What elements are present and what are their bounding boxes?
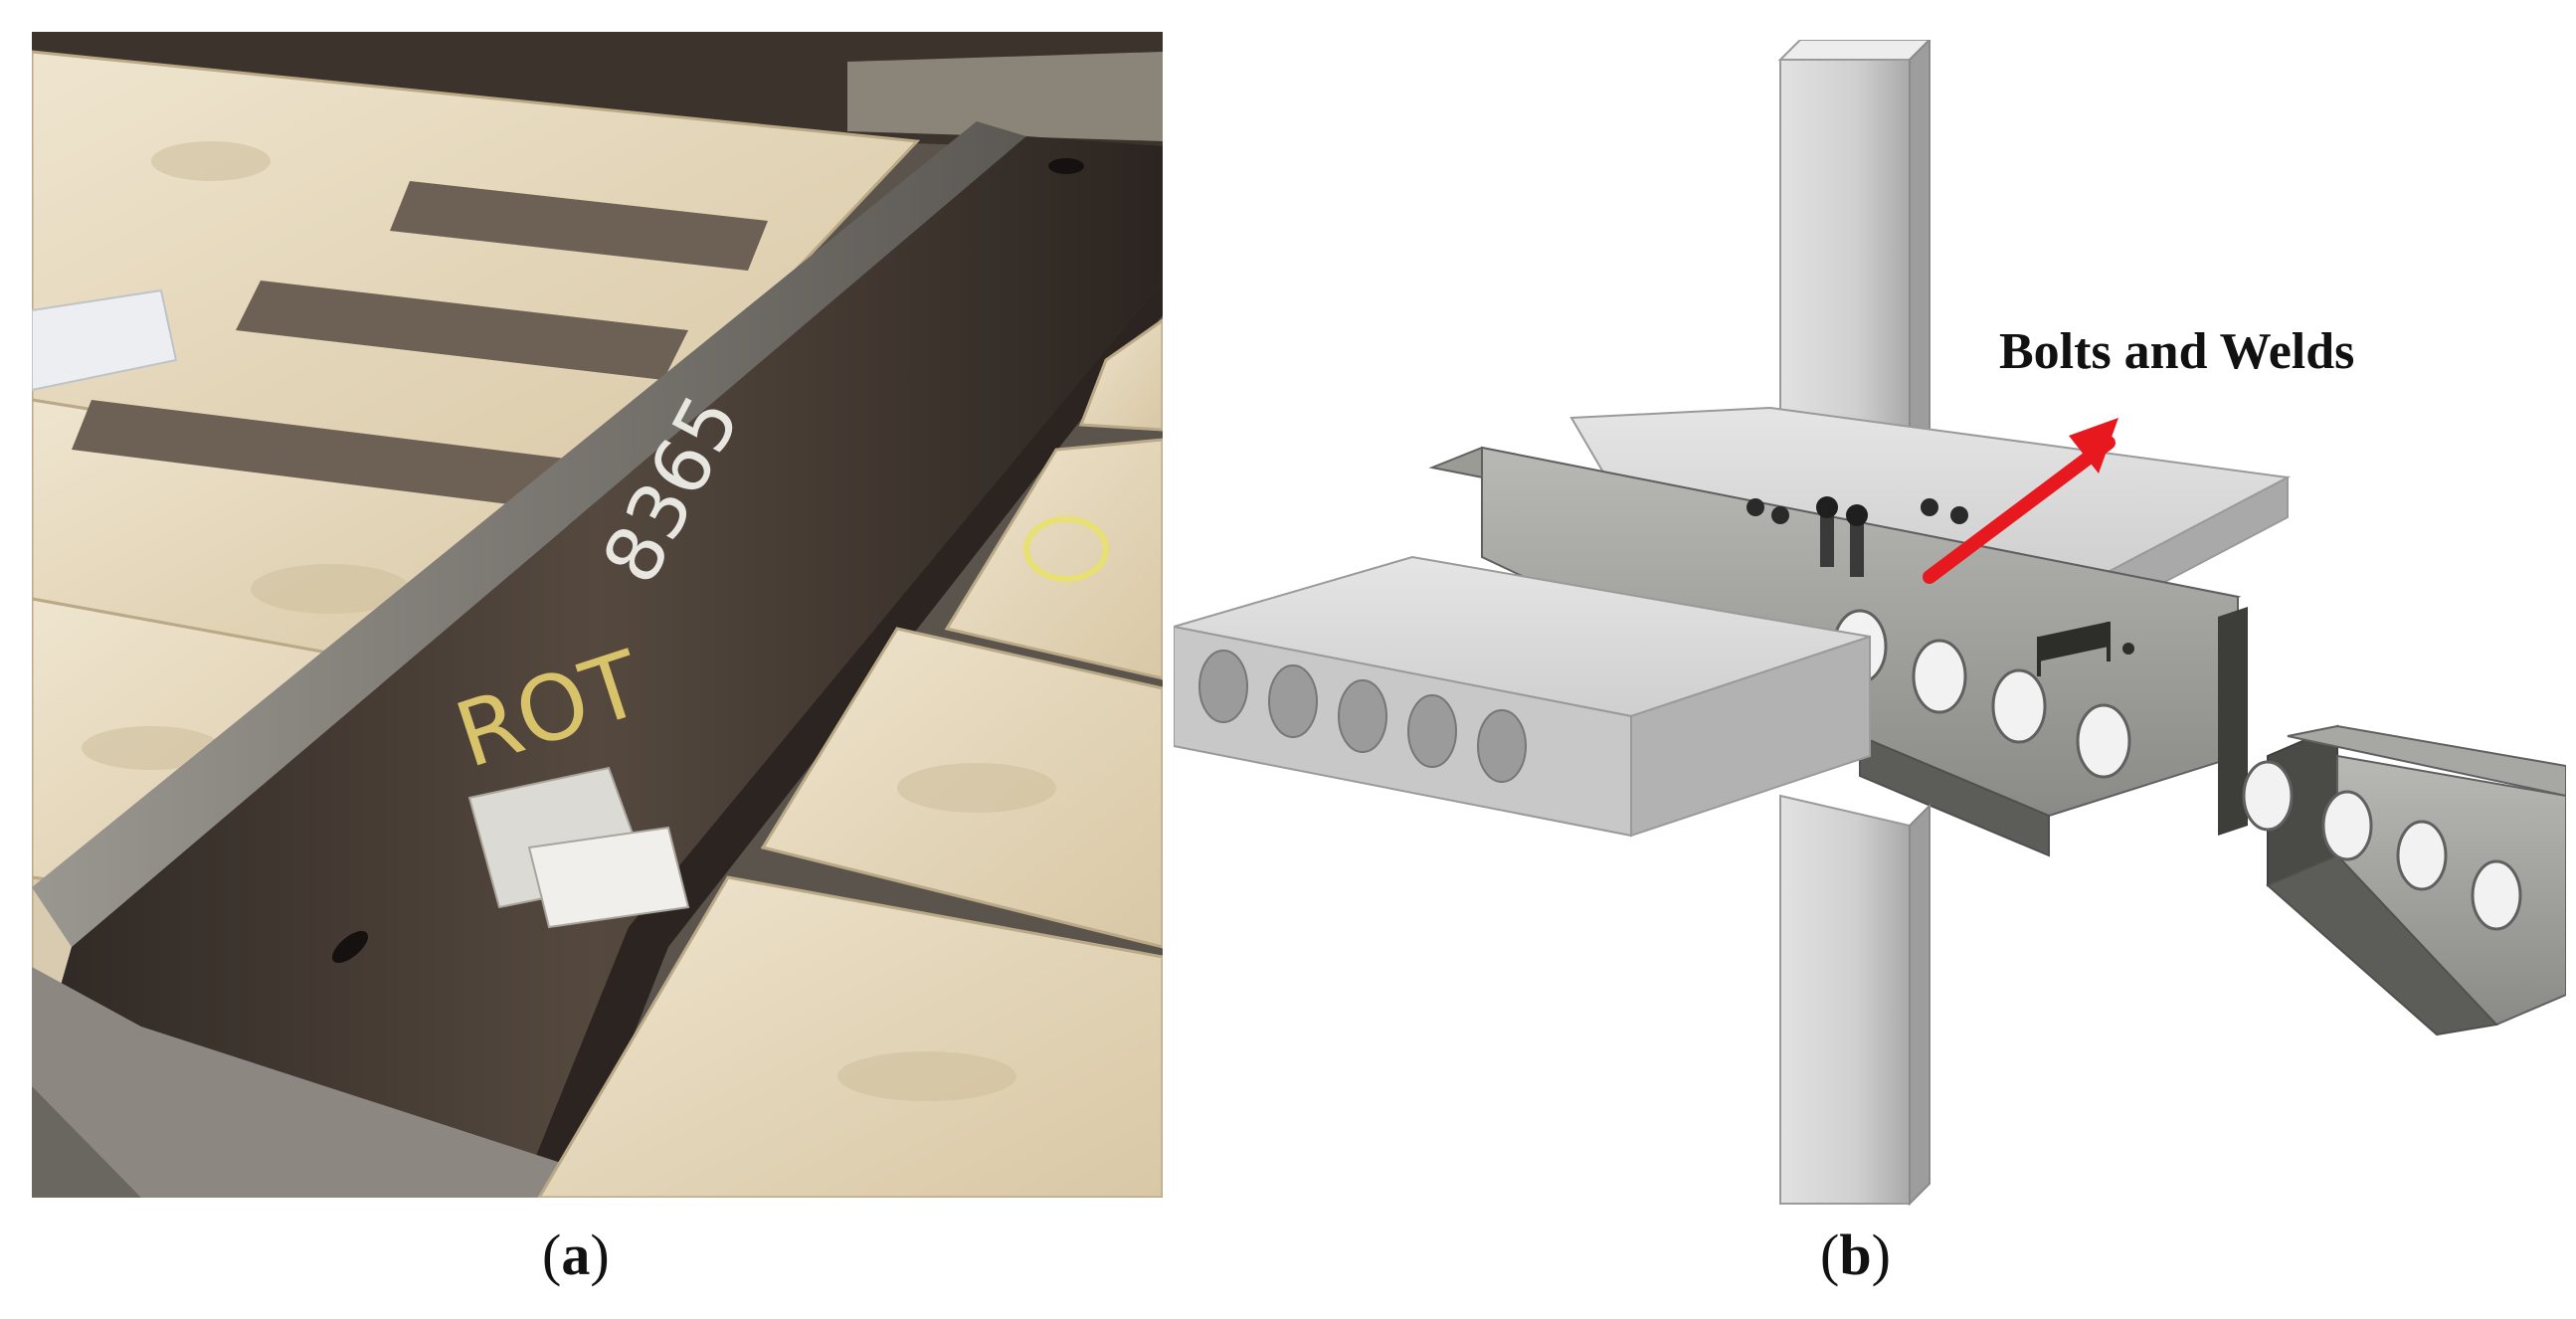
bolt-connection (1747, 496, 1968, 577)
concrete-column-lower (1779, 794, 1931, 1207)
red-arrow-icon (1923, 418, 2118, 584)
steel-beam-segment (2242, 724, 2566, 1036)
sticker-label-2 (527, 826, 690, 929)
photo-panel-a: 8365 ROT (32, 32, 1163, 1198)
concrete-column-upper (1777, 40, 1932, 500)
steel-beam-main (1428, 446, 2248, 857)
bolts-and-welds-label: Bolts and Welds (1999, 323, 2354, 380)
steel-beam (32, 121, 1163, 1198)
plywood-right (537, 318, 1163, 1198)
hollow-core-slab-front (1174, 555, 1871, 838)
exploded-bracket (2037, 622, 2134, 676)
caption-b: (b) (1820, 1223, 1891, 1287)
top-rail-flange (847, 52, 1163, 141)
diagram-panel-b: Bolts and Welds (1174, 40, 2566, 1214)
caption-a: (a) (542, 1223, 610, 1287)
connection-diagram: Bolts and Welds (1174, 40, 2566, 1207)
photo-steel-beam-plywood: 8365 ROT (32, 32, 1163, 1198)
